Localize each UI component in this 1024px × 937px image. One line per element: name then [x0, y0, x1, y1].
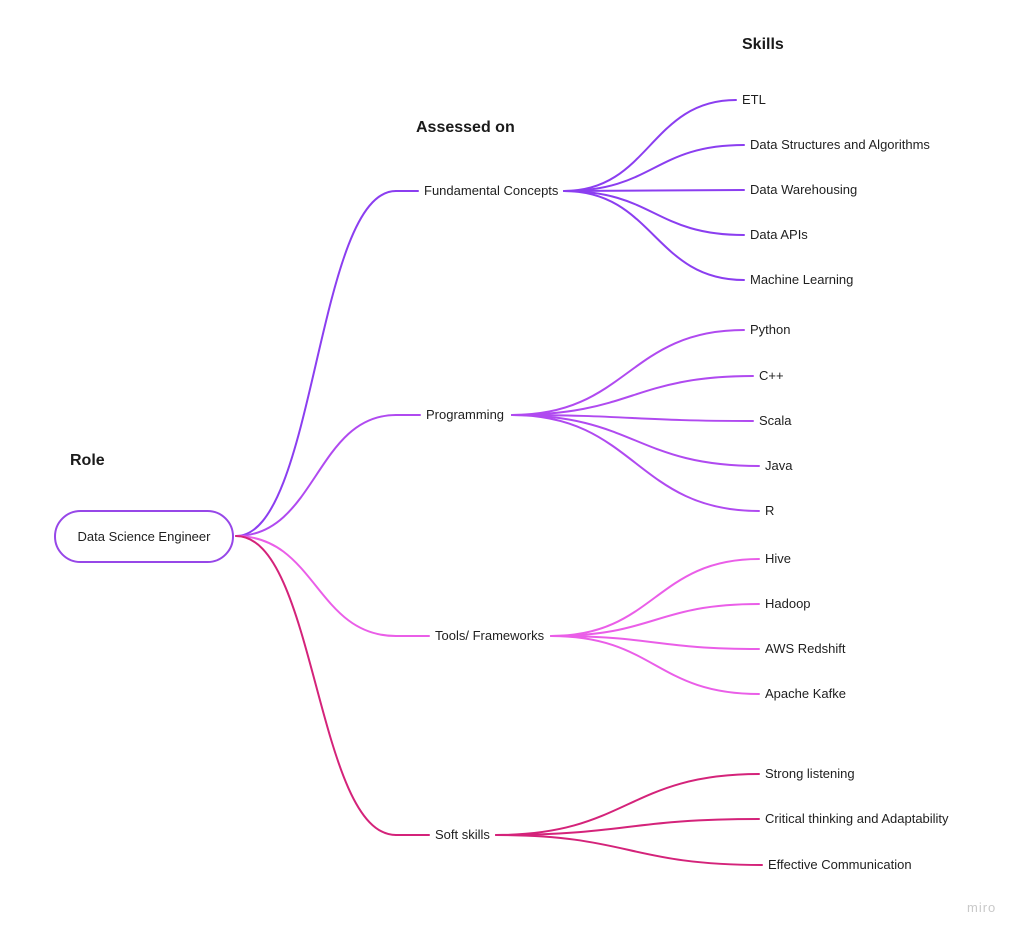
- skill-connector: [511, 414, 760, 512]
- root-to-branch-connector: [235, 535, 397, 637]
- skill-connector: [495, 834, 763, 866]
- skill-connector: [563, 190, 745, 281]
- skill-label[interactable]: Strong listening: [765, 766, 855, 781]
- branch-label[interactable]: Programming: [426, 407, 505, 422]
- root-node[interactable]: Data Science Engineer: [54, 510, 234, 563]
- skill-label[interactable]: C++: [759, 368, 784, 383]
- branch-label[interactable]: Fundamental Concepts: [424, 183, 559, 198]
- skill-label[interactable]: R: [765, 503, 775, 518]
- skill-connector: [495, 818, 760, 836]
- branch-label[interactable]: Soft skills: [435, 827, 490, 842]
- branch-label[interactable]: Tools/ Frameworks: [435, 628, 545, 643]
- skill-label[interactable]: Python: [750, 322, 791, 337]
- skill-connector: [563, 144, 745, 192]
- skill-label[interactable]: AWS Redshift: [765, 641, 846, 656]
- skill-label[interactable]: Data APIs: [750, 227, 808, 242]
- skill-label[interactable]: ETL: [742, 92, 766, 107]
- root-node-label: Data Science Engineer: [77, 529, 211, 544]
- skill-connector: [563, 190, 745, 236]
- skill-label[interactable]: Effective Communication: [768, 857, 912, 872]
- miro-watermark: miro: [967, 900, 997, 915]
- root-to-branch-connector: [235, 535, 397, 836]
- skill-connector: [511, 329, 745, 416]
- skill-connector: [550, 558, 760, 637]
- skill-connector: [563, 189, 745, 192]
- root-to-branch-connector: [235, 414, 397, 537]
- root-to-branch-connector: [235, 190, 397, 537]
- skill-connector: [511, 375, 754, 416]
- skill-connector: [550, 635, 760, 695]
- skill-label[interactable]: Scala: [759, 413, 792, 428]
- skill-label[interactable]: Machine Learning: [750, 272, 854, 287]
- skill-label[interactable]: Apache Kafke: [765, 686, 846, 701]
- skill-connector: [563, 99, 737, 192]
- skill-connector: [550, 635, 760, 650]
- skill-label[interactable]: Hadoop: [765, 596, 811, 611]
- skill-label[interactable]: Hive: [765, 551, 792, 566]
- skill-label[interactable]: Critical thinking and Adaptability: [765, 811, 949, 826]
- skill-connector: [495, 773, 760, 836]
- skill-connector: [550, 603, 760, 637]
- skill-label[interactable]: Data Structures and Algorithms: [750, 137, 930, 152]
- skill-label[interactable]: Data Warehousing: [750, 182, 858, 197]
- skills-heading: Skills: [742, 36, 784, 53]
- skill-label[interactable]: Java: [765, 458, 793, 473]
- skill-connector: [511, 414, 754, 422]
- assessed-on-heading: Assessed on: [416, 119, 515, 136]
- skill-connector: [511, 414, 760, 467]
- role-heading: Role: [70, 452, 105, 469]
